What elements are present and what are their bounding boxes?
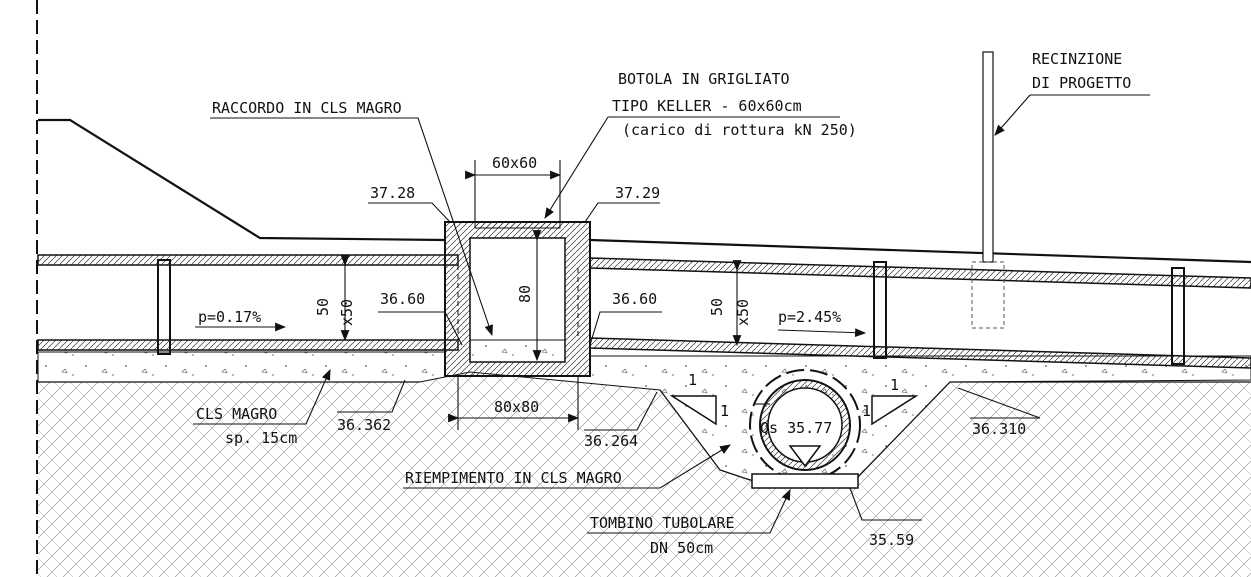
elev-ground-right: 36.310 (972, 420, 1026, 438)
elev-invert-right: 36.60 (612, 290, 657, 308)
elev-ground-mid: 36.264 (584, 432, 638, 450)
elev-qs: Qs 35.77 (760, 419, 832, 437)
label-botola-1: BOTOLA IN GRIGLIATO (618, 70, 790, 88)
dim-top-width: 60x60 (492, 154, 537, 172)
dim-bottom-width: 80x80 (494, 398, 539, 416)
label-riempimento: RIEMPIMENTO IN CLS MAGRO (405, 469, 622, 487)
dim-pipe-left-2: x50 (338, 299, 356, 326)
label-recinzione-2: DI PROGETTO (1032, 74, 1131, 92)
elev-ground-left: 36.362 (337, 416, 391, 434)
fence-footing (971, 261, 1005, 329)
elev-top-right: 37.29 (615, 184, 660, 202)
label-botola-3: (carico di rottura kN 250) (622, 121, 857, 139)
label-botola-2: TIPO KELLER - 60x60cm (612, 97, 802, 115)
ratio-right-v: 1 (862, 402, 871, 420)
ratio-left-h: 1 (688, 371, 697, 389)
dim-pipe-right-1: 50 (708, 298, 726, 316)
elev-invert-left: 36.60 (380, 290, 425, 308)
elev-top-left: 37.28 (370, 184, 415, 202)
culvert-base (751, 473, 859, 489)
label-tombino-1: TOMBINO TUBOLARE (590, 514, 735, 532)
pipe-joint (1171, 267, 1185, 365)
water-level-symbol (788, 445, 822, 468)
label-recinzione-1: RECINZIONE (1032, 50, 1122, 68)
label-cls-magro: CLS MAGRO (196, 405, 277, 423)
slope-left: p=0.17% (198, 308, 261, 326)
label-cls-spessore: sp. 15cm (225, 429, 297, 447)
ratio-left-v: 1 (720, 402, 729, 420)
soil-area (38, 372, 1251, 577)
label-tombino-2: DN 50cm (650, 539, 713, 557)
label-raccordo: RACCORDO IN CLS MAGRO (212, 99, 402, 117)
ground-profile-right (589, 238, 1251, 264)
pipe-joint (157, 259, 171, 355)
grating (474, 221, 561, 229)
slope-right: p=2.45% (778, 308, 841, 326)
dim-pipe-right-2: x50 (734, 299, 752, 326)
elev-tombino-base: 35.59 (869, 531, 914, 549)
pipe-joint (873, 261, 887, 359)
ratio-right-h: 1 (890, 376, 899, 394)
dim-height: 80 (516, 285, 534, 303)
dim-pipe-left-1: 50 (314, 298, 332, 316)
ground-profile-left (38, 118, 446, 242)
